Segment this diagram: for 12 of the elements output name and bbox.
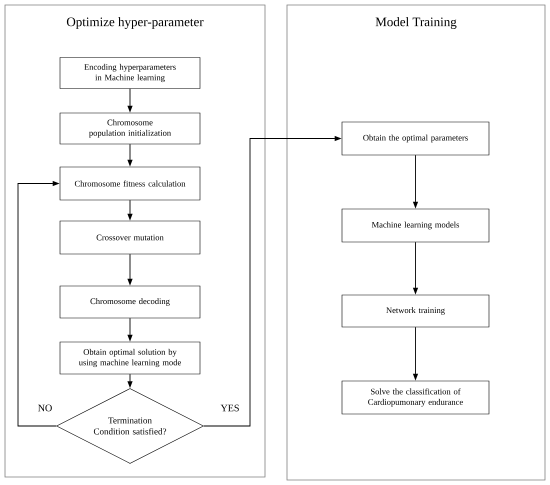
- process-box: Obtain optimal solution by using machine learning mode: [60, 342, 200, 374]
- process-box: Network training: [342, 294, 490, 328]
- process-box: Crossover mutation: [60, 220, 200, 254]
- process-box: Chromosome population initialization: [60, 112, 200, 144]
- edge-label: NO: [36, 404, 54, 412]
- process-box: Chromosome decoding: [60, 286, 200, 318]
- process-box: Obtain the optimal parameters: [342, 122, 490, 156]
- process-box: Chromosome fitness calculation: [60, 166, 200, 200]
- process-box: Machine learning models: [342, 208, 490, 242]
- process-box: Solve the classification of Cardiopumonary endurance: [342, 380, 490, 414]
- process-box: Encoding hyperparameters in Machine learning: [60, 57, 200, 89]
- edge-label: YES: [220, 404, 240, 412]
